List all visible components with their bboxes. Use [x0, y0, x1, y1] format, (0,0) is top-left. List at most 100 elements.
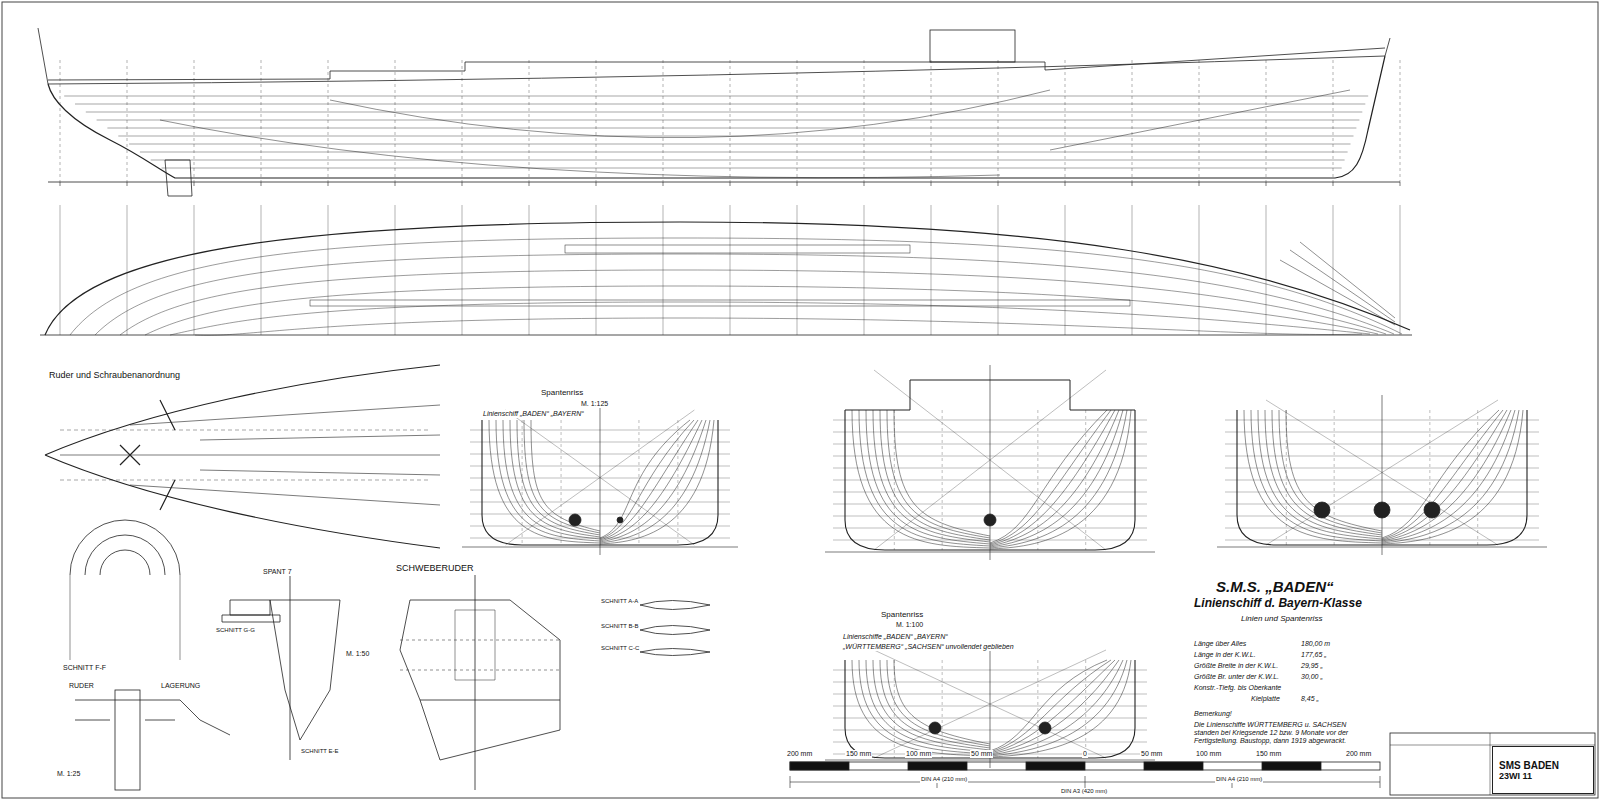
deck-structure — [310, 300, 1130, 306]
station-line — [529, 60, 530, 182]
waterline — [833, 682, 1147, 683]
scale-segment — [1262, 762, 1321, 770]
station-line — [462, 205, 463, 335]
waterline — [833, 432, 1147, 433]
drawing-label: Länge über Alles — [1193, 640, 1247, 648]
frame-curve — [1382, 410, 1499, 538]
drawing-label: SPANT 7 — [262, 568, 293, 576]
station-tick — [663, 182, 664, 186]
diagonal-lines — [160, 90, 1350, 178]
frame-curve — [990, 660, 1131, 757]
station-line — [1132, 60, 1133, 182]
waterline — [470, 514, 730, 515]
frame-curve — [1382, 410, 1511, 541]
station-line — [998, 205, 999, 335]
drawing-label: 8,45 „ — [1300, 695, 1320, 703]
stern-outline — [45, 365, 440, 548]
scale-segment — [1144, 762, 1203, 770]
buttock-line — [942, 410, 943, 550]
drawing-label: Größte Breite in der K.W.L. — [1193, 662, 1279, 670]
waterline — [86, 112, 1363, 113]
buttock-line — [638, 420, 639, 545]
station-tick — [1132, 182, 1133, 186]
guide-line — [60, 430, 430, 480]
frame-curve — [1258, 410, 1382, 539]
frame-curve — [503, 420, 600, 539]
drawing-label: „WÜRTTEMBERG“ „SACHSEN“ unvollendet gebl… — [842, 643, 1015, 651]
drawing-label: Linien und Spantenriss — [1240, 614, 1323, 623]
center-line — [990, 365, 991, 560]
drawing-label: 30,00 „ — [1300, 673, 1324, 681]
drawing-label: 50 mm — [1140, 750, 1163, 758]
section-profile — [640, 626, 710, 635]
waterline — [470, 466, 730, 467]
station-line — [1266, 205, 1267, 335]
frame-curve — [990, 660, 1127, 756]
frame-curve — [859, 410, 990, 546]
frame-curve — [990, 410, 1119, 546]
frame-curve — [600, 420, 714, 544]
drawing-label: Kielplatte — [1250, 695, 1281, 703]
frame-curve — [852, 660, 990, 756]
title-block-frame — [1390, 733, 1595, 795]
frame-curve — [1382, 410, 1507, 540]
drawing-label: SCHNITT C-C — [600, 645, 640, 652]
station-tick — [529, 182, 530, 186]
station-line — [328, 60, 329, 182]
station-line — [328, 205, 329, 335]
drawing-label: DIN A4 (210 mm) — [920, 776, 968, 783]
drawing-label: Linienschiff „BADEN“ „BAYERN“ — [482, 410, 585, 418]
station-line — [395, 60, 396, 182]
buttock-line — [1037, 660, 1038, 758]
drawing-label: 180,00 m — [1300, 640, 1331, 648]
drawing-label: M. 1:125 — [580, 400, 609, 408]
deck-structure — [565, 245, 910, 253]
station-line — [127, 205, 128, 335]
station-tick — [60, 182, 61, 186]
frame-curve — [531, 420, 600, 531]
drawing-label: 177,65 „ — [1300, 651, 1328, 659]
buttock-line — [522, 420, 523, 545]
drawing-label: 150 mm — [845, 750, 872, 758]
station-line — [931, 60, 932, 182]
buttock-line — [1429, 410, 1430, 545]
station-line — [1199, 60, 1200, 182]
drawing-label: Die Linienschiffe WÜRTTEMBERG u. SACHSEN… — [1193, 721, 1370, 745]
hull-outline — [48, 56, 1385, 178]
drawing-label: 200 mm — [1345, 750, 1372, 758]
drawing-label: 100 mm — [1195, 750, 1222, 758]
buttock-line — [1085, 660, 1086, 758]
waterline — [833, 492, 1147, 493]
waterline-curve — [145, 286, 1378, 335]
frame-curve — [990, 410, 1111, 544]
rudder-profile — [165, 160, 192, 196]
drawing-label: Bemerkung! — [1193, 710, 1233, 718]
station-line — [1400, 205, 1401, 335]
frame-curve — [1382, 410, 1515, 542]
waterline — [140, 152, 1348, 153]
drawing-label: DIN A3 (420 mm) — [1060, 788, 1108, 795]
frame-curve — [990, 410, 1127, 548]
drawing-name: SMS BADEN — [1499, 760, 1587, 771]
waterline-curve — [120, 270, 1386, 335]
spant-detail — [270, 575, 340, 760]
frame-curve — [524, 420, 600, 533]
shaft-symbol — [1039, 722, 1051, 734]
shaft-symbol — [569, 514, 581, 526]
profile-view — [38, 28, 1400, 196]
diagonal-line — [1266, 400, 1498, 545]
buttock-line — [1037, 410, 1038, 550]
drawing-label: Ruder und Schraubenanordnung — [48, 370, 181, 380]
station-line — [529, 205, 530, 335]
frame-curve — [880, 660, 990, 748]
frame-curve — [600, 420, 702, 541]
frame-curve — [990, 660, 1123, 755]
buttock-line — [561, 420, 562, 545]
frame-curve — [600, 420, 698, 540]
station-line — [797, 60, 798, 182]
shaft-symbol — [1314, 502, 1330, 518]
frame-curve — [1382, 410, 1519, 543]
waterline — [833, 444, 1147, 445]
drawing-label: LAGERUNG — [160, 682, 201, 690]
frame-curve — [887, 410, 990, 538]
